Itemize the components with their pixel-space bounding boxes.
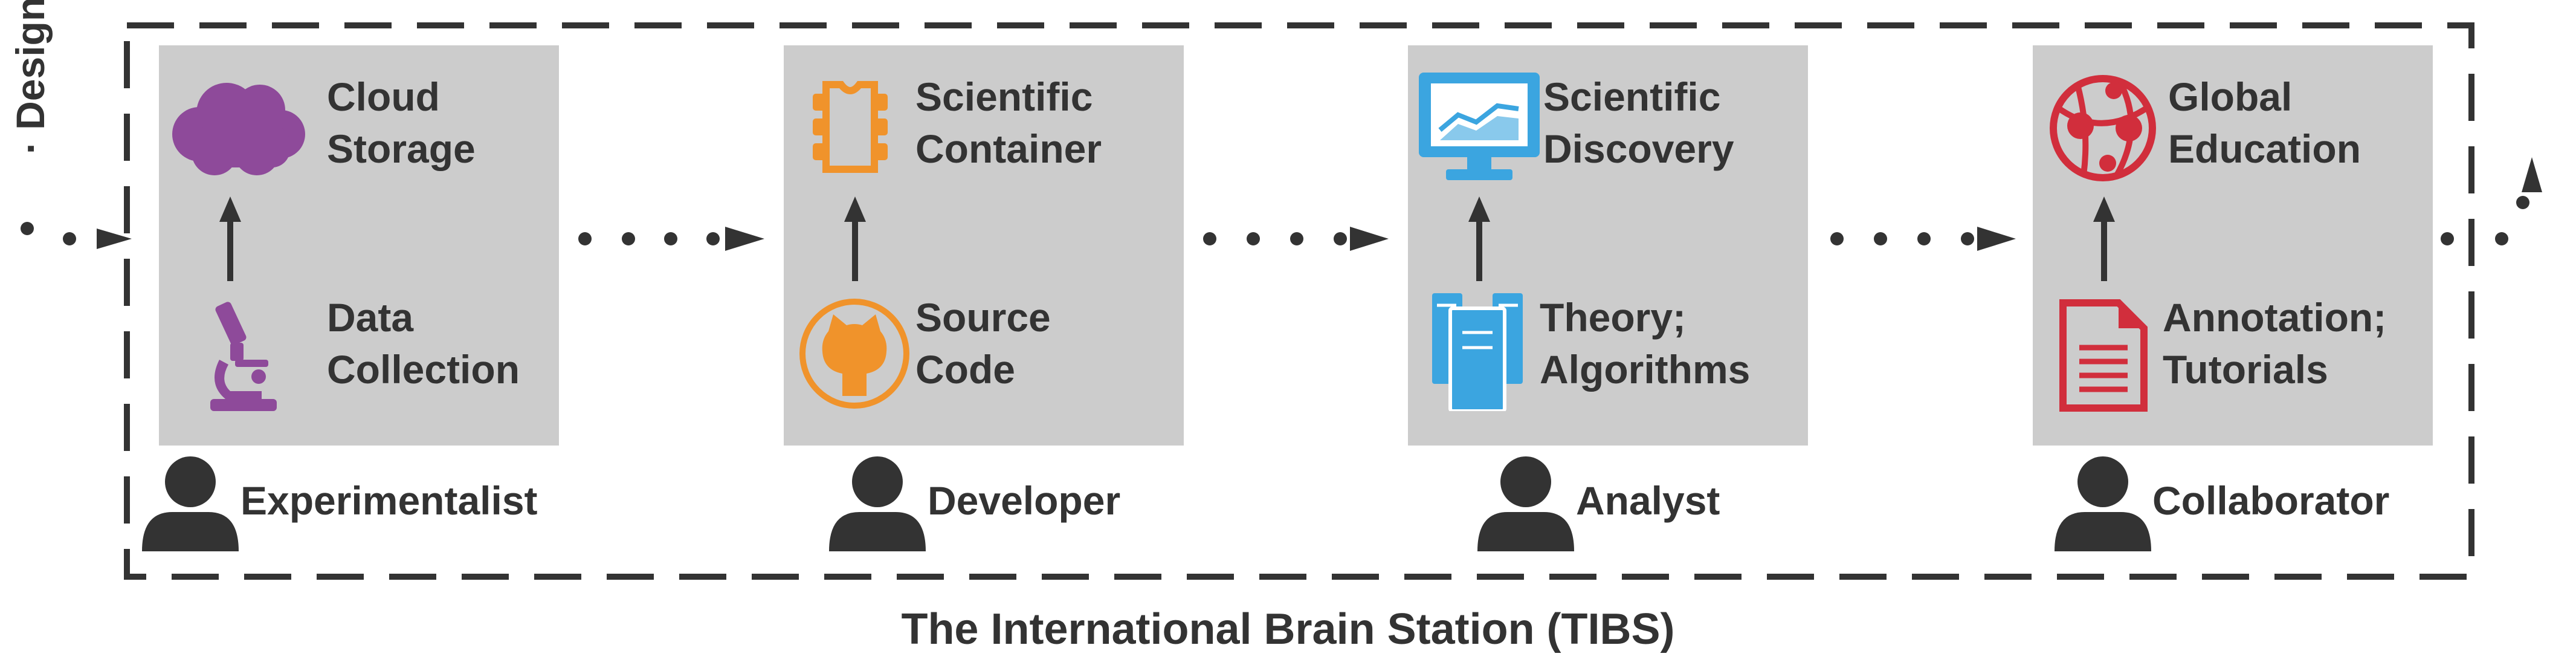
person-icon [2055,456,2151,551]
role-collaborator: Collaborator [2152,478,2390,523]
entry-flow [21,222,132,249]
person-icon [142,456,239,551]
person-icon [829,456,926,551]
up-arrow-icon [1468,196,1490,281]
up-arrow-icon [219,196,241,281]
role-experimentalist: Experimentalist [240,478,538,523]
microscope-icon [210,302,277,411]
person-icon [1477,456,1574,551]
flow-arrow-3 [1830,227,2016,251]
theory-algorithms-label: Theory;Algorithms [1540,295,1751,392]
flow-arrow-1 [578,227,764,251]
dashed-border [124,22,2474,580]
diagram-title: The International Brain Station (TIBS) [901,605,1675,653]
container-icon [813,81,888,173]
design-label-text: · Design [8,0,53,155]
servers-icon [1432,293,1523,411]
cloud-icon [172,83,305,175]
up-arrow-icon [844,196,866,281]
up-arrow-icon [2093,196,2115,281]
github-icon [799,299,909,409]
role-developer: Developer [928,478,1121,523]
flow-arrow-2 [1203,227,1389,251]
annotation-tutorials-label: Annotation;Tutorials [2163,295,2387,392]
role-analyst: Analyst [1576,478,1720,523]
exit-flow [2441,157,2542,245]
monitor-chart-icon [1419,73,1540,180]
globe-network-icon [2050,75,2156,181]
document-icon [2059,299,2148,412]
